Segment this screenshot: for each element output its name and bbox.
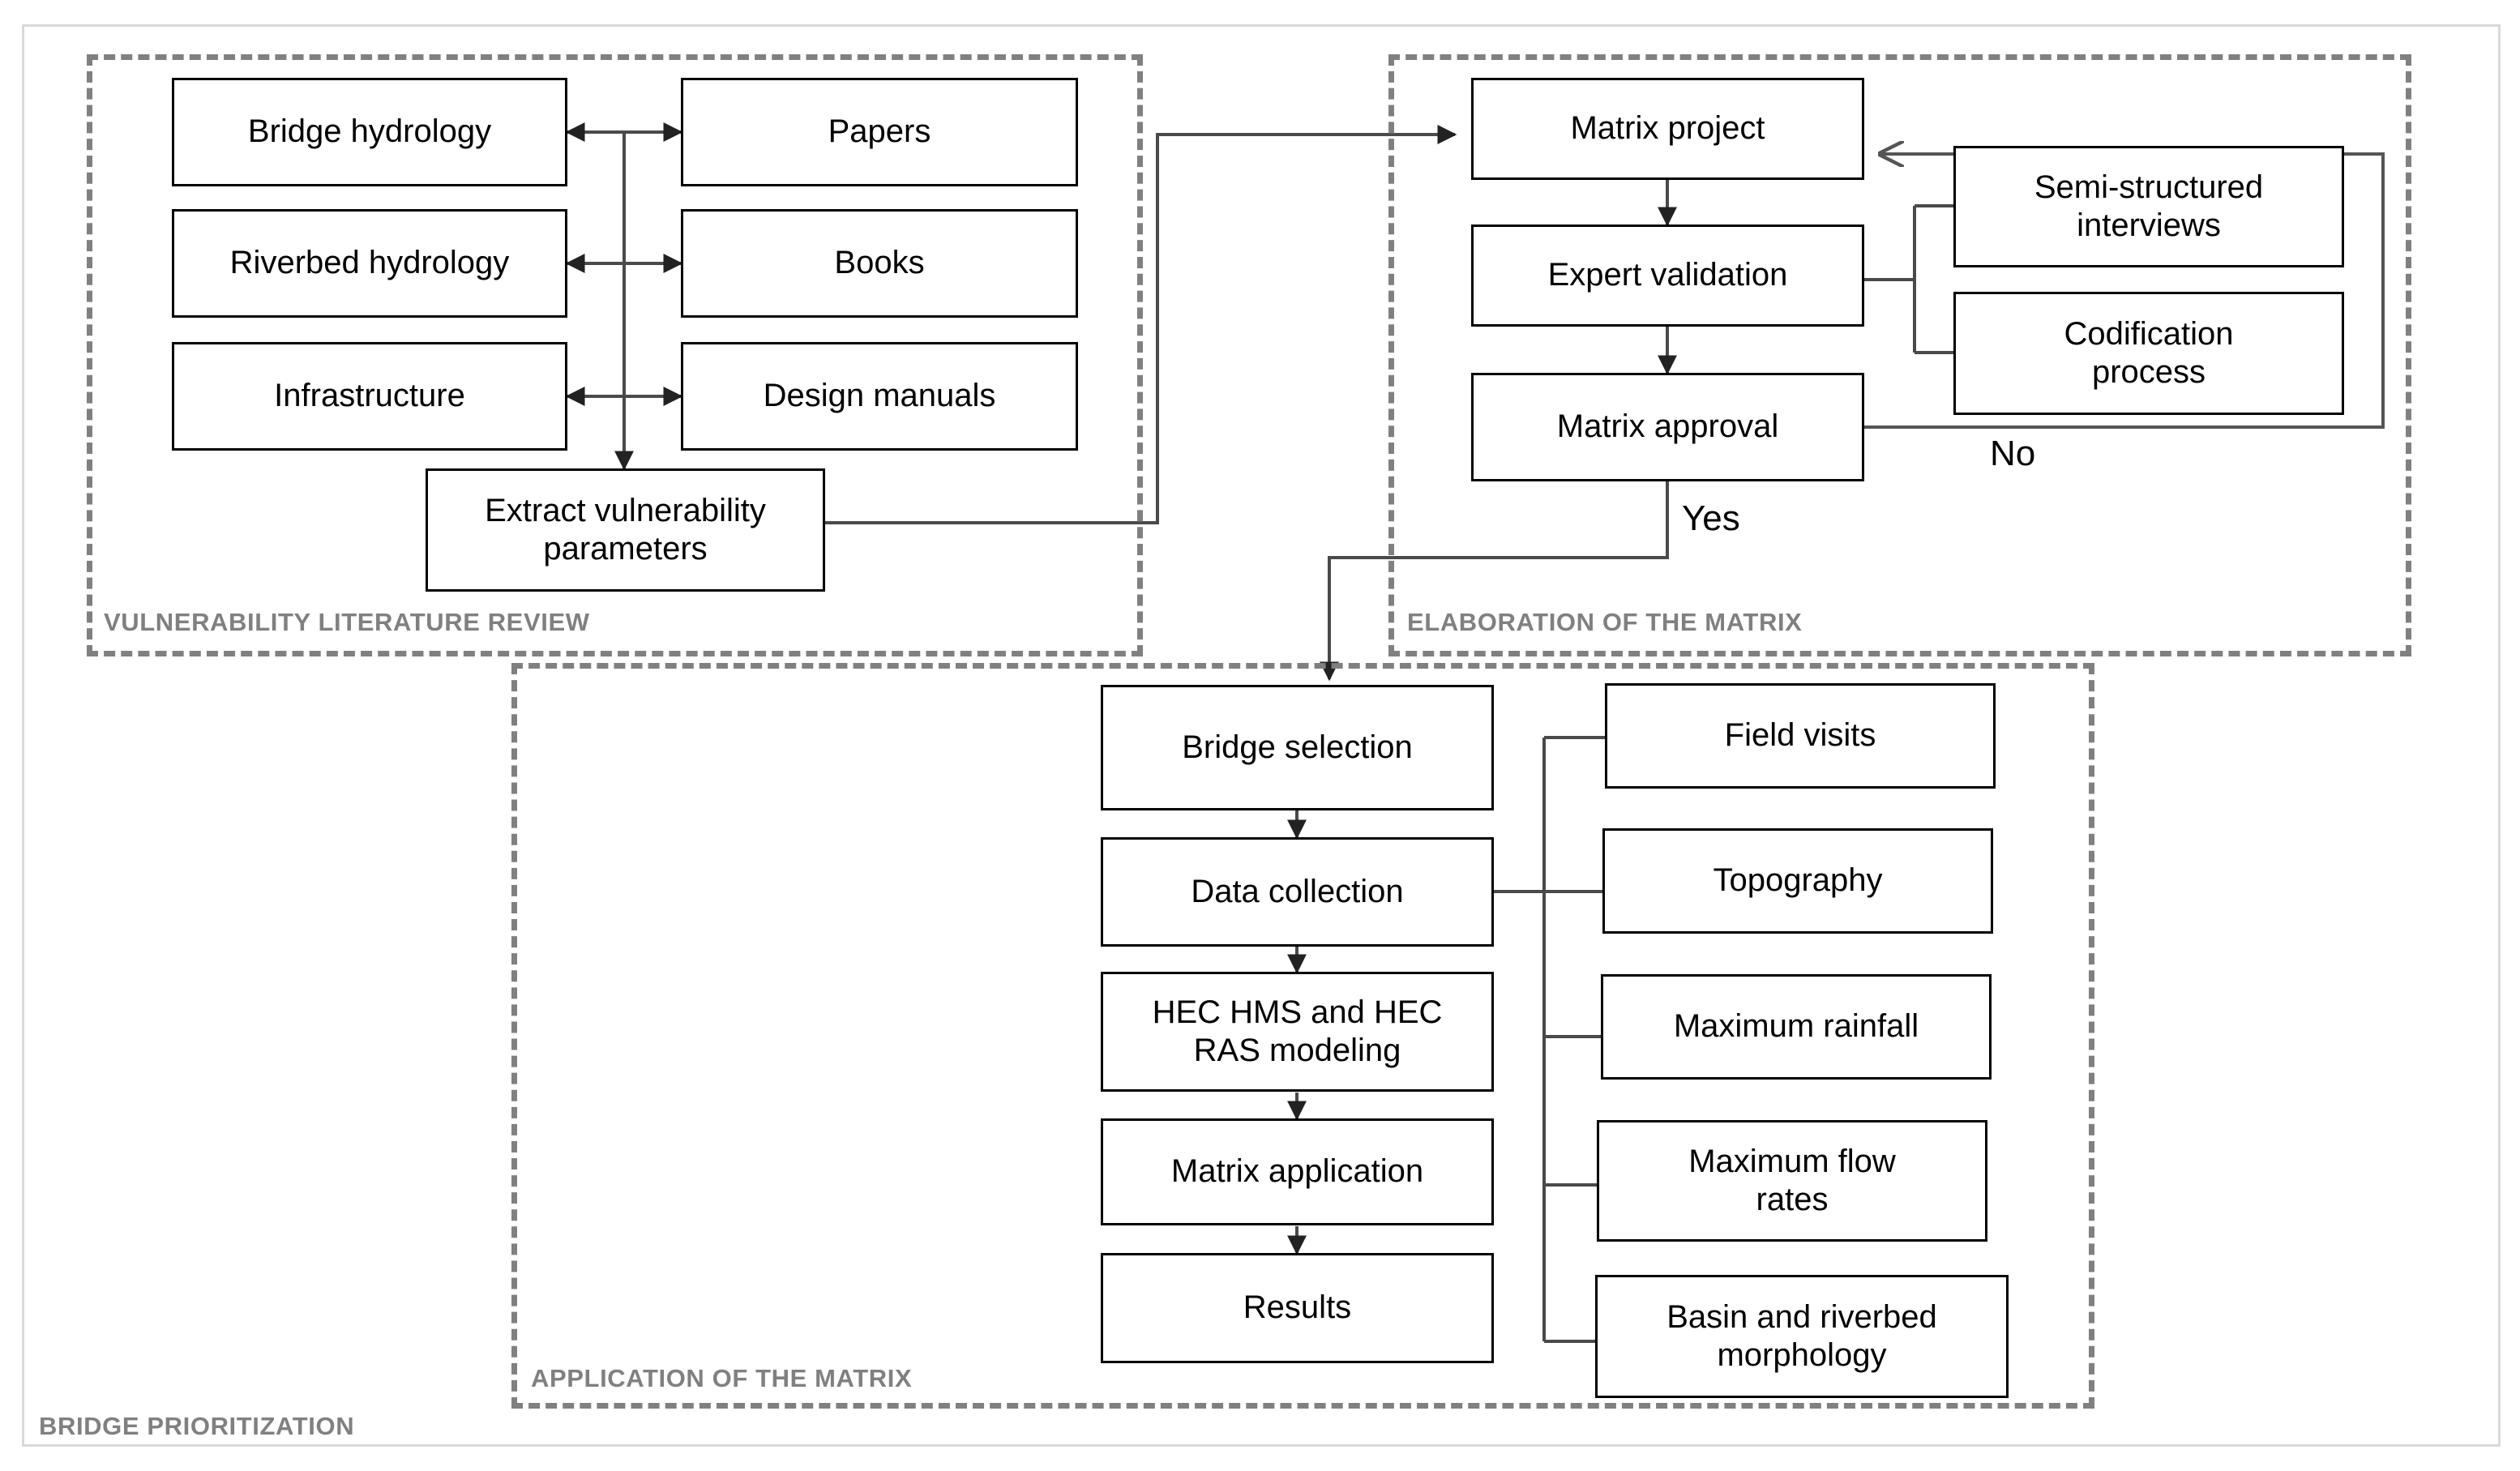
node-label: Topography [1713,862,1883,899]
arrow-extract-to-matrix-project [825,125,1457,524]
node-label: Matrix project [1570,110,1765,147]
diagram-title-text: BRIDGE PRIORITIZATION [39,1412,355,1440]
edge-label-text: Yes [1682,498,1740,538]
node-label: Riverbed hydrology [229,245,510,281]
node-codification-process[interactable]: Codification process [1953,292,2344,415]
node-hec-modeling[interactable]: HEC HMS and HEC RAS modeling [1101,972,1494,1092]
node-data-collection[interactable]: Data collection [1101,837,1494,947]
node-label-line1: Semi-structured [2034,169,2264,205]
edge-label-no: No [1990,434,2035,474]
node-field-visits[interactable]: Field visits [1605,683,1996,789]
node-label: Infrastructure [274,378,465,414]
edge-label-yes: Yes [1682,498,1740,539]
node-label-line2: rates [1756,1182,1829,1217]
node-label-line1: Codification [2064,315,2234,352]
node-maximum-rainfall[interactable]: Maximum rainfall [1601,974,1992,1080]
node-label: Matrix application [1170,1153,1424,1190]
node-label-line2: parameters [543,531,708,567]
node-papers[interactable]: Papers [681,78,1078,186]
zone-label-vulnerability-literature-review: VULNERABILITY LITERATURE REVIEW [104,608,590,637]
node-semi-structured-interviews[interactable]: Semi-structured interviews [1953,146,2344,267]
zone-label-text: ELABORATION OF THE MATRIX [1407,608,1803,636]
diagram-title: BRIDGE PRIORITIZATION [39,1412,354,1441]
node-label: Books [834,245,925,281]
node-label-line2: morphology [1717,1337,1887,1373]
node-label: Field visits [1724,717,1876,754]
node-basin-and-riverbed-morphology[interactable]: Basin and riverbed morphology [1595,1275,2009,1398]
node-label: Maximum rainfall [1673,1008,1919,1045]
node-design-manuals[interactable]: Design manuals [681,342,1078,451]
node-label: Data collection [1191,873,1404,909]
node-bridge-selection[interactable]: Bridge selection [1101,685,1494,810]
node-label: Results [1243,1289,1352,1326]
node-label-line2: RAS modeling [1193,1033,1401,1068]
node-label: Papers [828,113,931,150]
node-matrix-approval[interactable]: Matrix approval [1471,373,1864,481]
edge-label-text: No [1990,434,2036,473]
node-results[interactable]: Results [1101,1253,1494,1363]
node-label: Design manuals [763,378,996,414]
node-topography[interactable]: Topography [1602,828,1993,934]
node-label-line1: HEC HMS and HEC [1152,994,1443,1030]
zone-elaboration-of-the-matrix [1388,54,2411,656]
node-label: Bridge selection [1182,729,1413,765]
zone-label-application-of-the-matrix: APPLICATION OF THE MATRIX [531,1364,912,1393]
node-label: Bridge hydrology [247,113,492,150]
node-bridge-hydrology[interactable]: Bridge hydrology [172,78,567,186]
node-label-line1: Basin and riverbed [1666,1298,1937,1335]
node-label-line2: interviews [2077,207,2221,243]
zone-label-elaboration-of-the-matrix: ELABORATION OF THE MATRIX [1407,608,1802,637]
node-extract-vulnerability-parameters[interactable]: Extract vulnerability parameters [426,468,825,592]
node-label-line1: Maximum flow [1688,1143,1896,1179]
node-matrix-project[interactable]: Matrix project [1471,78,1864,180]
node-books[interactable]: Books [681,209,1078,318]
zone-application-of-the-matrix [511,663,2094,1409]
zone-label-text: APPLICATION OF THE MATRIX [531,1364,913,1392]
node-maximum-flow-rates[interactable]: Maximum flow rates [1597,1120,1987,1242]
node-riverbed-hydrology[interactable]: Riverbed hydrology [172,209,567,318]
arrow-yes-to-bridge-selection [1320,481,1669,682]
node-label-line1: Extract vulnerability [485,492,766,528]
node-infrastructure[interactable]: Infrastructure [172,342,567,451]
node-matrix-application[interactable]: Matrix application [1101,1118,1494,1225]
zone-vulnerability-literature-review [87,54,1143,656]
zone-label-text: VULNERABILITY LITERATURE REVIEW [104,608,590,636]
node-label-line2: process [2091,354,2206,390]
node-label: Expert validation [1547,257,1788,293]
node-label: Matrix approval [1556,408,1779,445]
node-expert-validation[interactable]: Expert validation [1471,224,1864,327]
outer-frame [22,24,2501,1447]
